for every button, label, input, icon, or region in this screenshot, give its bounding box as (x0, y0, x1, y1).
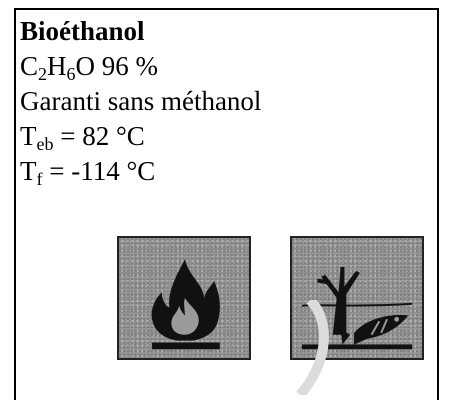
dead-tree (321, 267, 360, 335)
environment-hazard-icon (290, 236, 424, 360)
boiling-point-sub: eb (36, 134, 54, 154)
melting-point: Tf = -114 °C (20, 154, 261, 189)
guarantee-text: Garanti sans méthanol (20, 86, 262, 116)
environment-hazard-graphic (301, 267, 413, 350)
label-text: Bioéthanol C2H6O 96 % Garanti sans métha… (20, 14, 261, 189)
flame-base (152, 342, 220, 350)
fish-eye (394, 316, 400, 322)
flame-icon (117, 236, 251, 360)
boiling-point-symbol: T (20, 121, 37, 151)
boiling-point: Teb = 82 °C (20, 119, 261, 154)
melting-point-symbol: T (20, 156, 37, 186)
formula-carbon-count: 2 (38, 64, 48, 84)
product-label (14, 8, 439, 400)
flame-inner (171, 298, 199, 335)
boiling-point-value: = 82 °C (53, 121, 145, 151)
formula-hydrogen: H (47, 51, 67, 81)
melting-point-value: = -114 °C (42, 156, 156, 186)
formula-hydrogen-count: 6 (66, 64, 76, 84)
ground-line (301, 344, 413, 350)
purity-value: 96 % (95, 51, 159, 81)
fish-tail (340, 328, 351, 345)
water-line (301, 302, 413, 307)
chemical-formula: C2H6O 96 % (20, 49, 261, 84)
fish-bones (370, 318, 388, 336)
formula-carbon: C (20, 51, 39, 81)
dead-fish (354, 315, 409, 345)
product-title: Bioéthanol (20, 16, 145, 46)
melting-point-sub: f (36, 169, 43, 189)
formula-oxygen: O (75, 51, 96, 81)
flame-icon-graphic (151, 259, 220, 350)
